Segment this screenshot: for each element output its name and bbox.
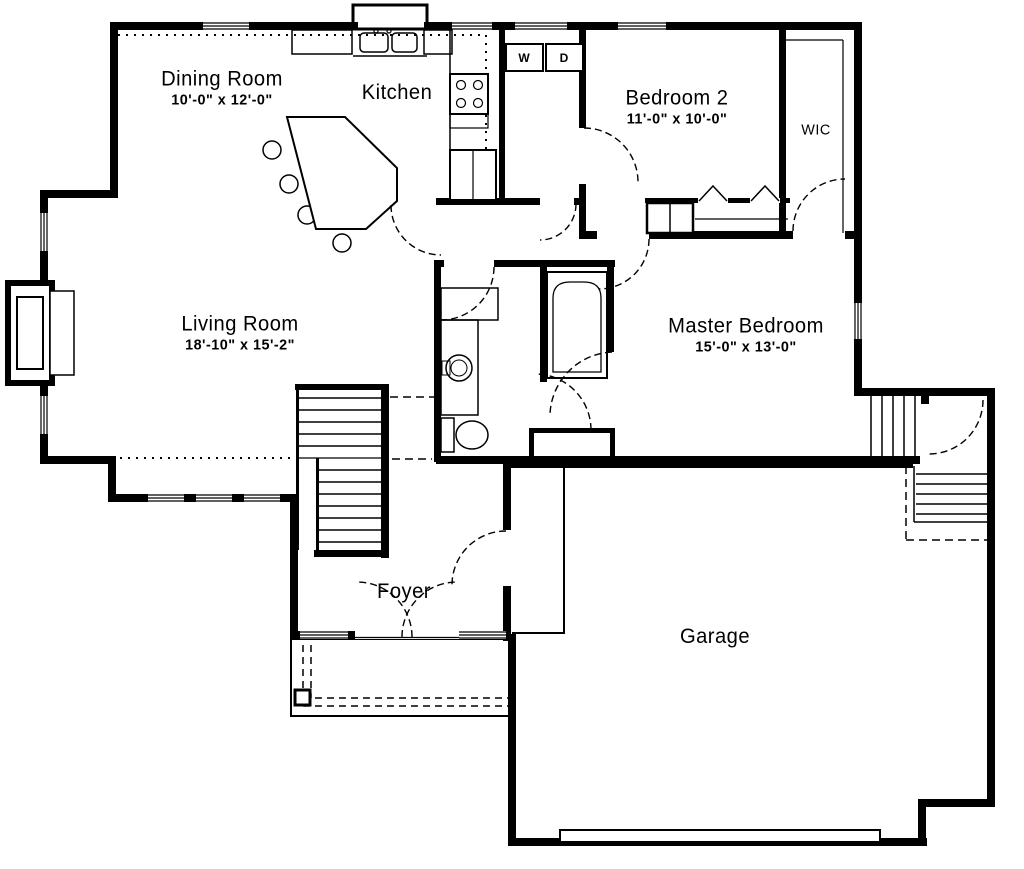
garage-door: [559, 829, 881, 843]
toilet-bowl: [455, 420, 489, 450]
sink-basin: [391, 32, 418, 53]
burner: [455, 79, 467, 91]
bedroom2-name: Bedroom 2: [625, 86, 729, 110]
bathroom-fixtures: [440, 271, 608, 453]
foyer-name: Foyer: [377, 579, 431, 603]
wic-name: WIC: [801, 121, 831, 139]
chair: [279, 174, 299, 194]
living-dimensions: 18'-10" x 15'-2": [185, 336, 295, 354]
fireplace: [5, 280, 75, 386]
dining-dimensions: 10'-0" x 12'-0": [171, 91, 273, 109]
room-label-foyer: Foyer: [377, 580, 431, 604]
porch: [290, 638, 512, 717]
laundry-appliances: [505, 43, 584, 72]
bedroom2-door-swing: [583, 127, 639, 183]
kitchen-island: [262, 116, 398, 253]
main-staircase: [296, 390, 381, 550]
bathtub: [546, 271, 608, 379]
garage-stairs: [870, 396, 987, 541]
kitchen-fixtures: [291, 28, 497, 201]
burner: [472, 79, 484, 91]
hall-door-swing: [390, 204, 442, 256]
living-name: Living Room: [181, 312, 299, 336]
master-name: Master Bedroom: [668, 314, 824, 338]
dining-name: Dining Room: [161, 67, 283, 91]
kitchen-name: Kitchen: [361, 80, 433, 104]
kitchen-bay-window: [351, 3, 429, 31]
bath-sink: [445, 354, 473, 382]
windows: [40, 22, 862, 639]
faucet: [386, 28, 392, 34]
garage-entry-door-swing: [451, 530, 507, 586]
porch-post: [293, 688, 312, 707]
room-label-bedroom2: Bedroom 2 11'-0" x 10'-0": [626, 86, 729, 127]
range: [449, 73, 489, 115]
room-label-wic: WIC: [801, 121, 830, 138]
master-dimensions: 15'-0" x 13'-0": [695, 338, 797, 356]
closets: [645, 39, 844, 235]
wic-door-swing: [792, 178, 846, 232]
tub-room-door-swing: [549, 351, 613, 415]
master-closet-door-swing: [534, 373, 592, 431]
cabinet: [449, 113, 489, 129]
room-label-garage: Garage: [680, 625, 750, 649]
toilet-tank: [440, 417, 455, 453]
washer-box: [505, 43, 544, 72]
room-label-kitchen: Kitchen: [362, 81, 433, 105]
room-label-master: Master Bedroom 15'-0" x 13'-0": [668, 314, 824, 355]
counter: [423, 29, 453, 55]
landing-door-swing: [928, 399, 984, 455]
dryer-label: D: [559, 51, 569, 65]
faucet: [373, 28, 379, 34]
laundry-door-swing: [539, 203, 577, 241]
counter: [291, 29, 353, 55]
master-door-swing: [598, 238, 650, 290]
chair: [332, 233, 352, 253]
overhead-dashed-lines: [390, 396, 434, 460]
ceiling-break-lines: [48, 34, 487, 459]
door-swing-arcs: [356, 127, 984, 638]
vanity-counter: [440, 319, 479, 416]
door-openings: [355, 128, 845, 639]
bedroom2-dimensions: 11'-0" x 10'-0": [626, 110, 728, 128]
room-label-living: Living Room 18'-10" x 15'-2": [181, 312, 298, 353]
sink-basin: [359, 32, 389, 53]
bifold-door: [698, 184, 728, 202]
dryer-box: [545, 43, 584, 72]
hearth: [49, 290, 75, 376]
burner: [455, 97, 467, 109]
exterior-walls: [40, 22, 995, 846]
bifold-door: [750, 184, 780, 202]
burner: [472, 97, 484, 109]
interior-walls: [295, 26, 929, 558]
vanity: [440, 287, 499, 321]
room-label-dining: Dining Room 10'-0" x 12'-0": [161, 67, 283, 108]
bath-door-swing: [440, 266, 495, 321]
garage-name: Garage: [679, 624, 751, 648]
washer-label: W: [518, 51, 530, 65]
chair: [262, 140, 282, 160]
garage-closet: [512, 466, 565, 634]
